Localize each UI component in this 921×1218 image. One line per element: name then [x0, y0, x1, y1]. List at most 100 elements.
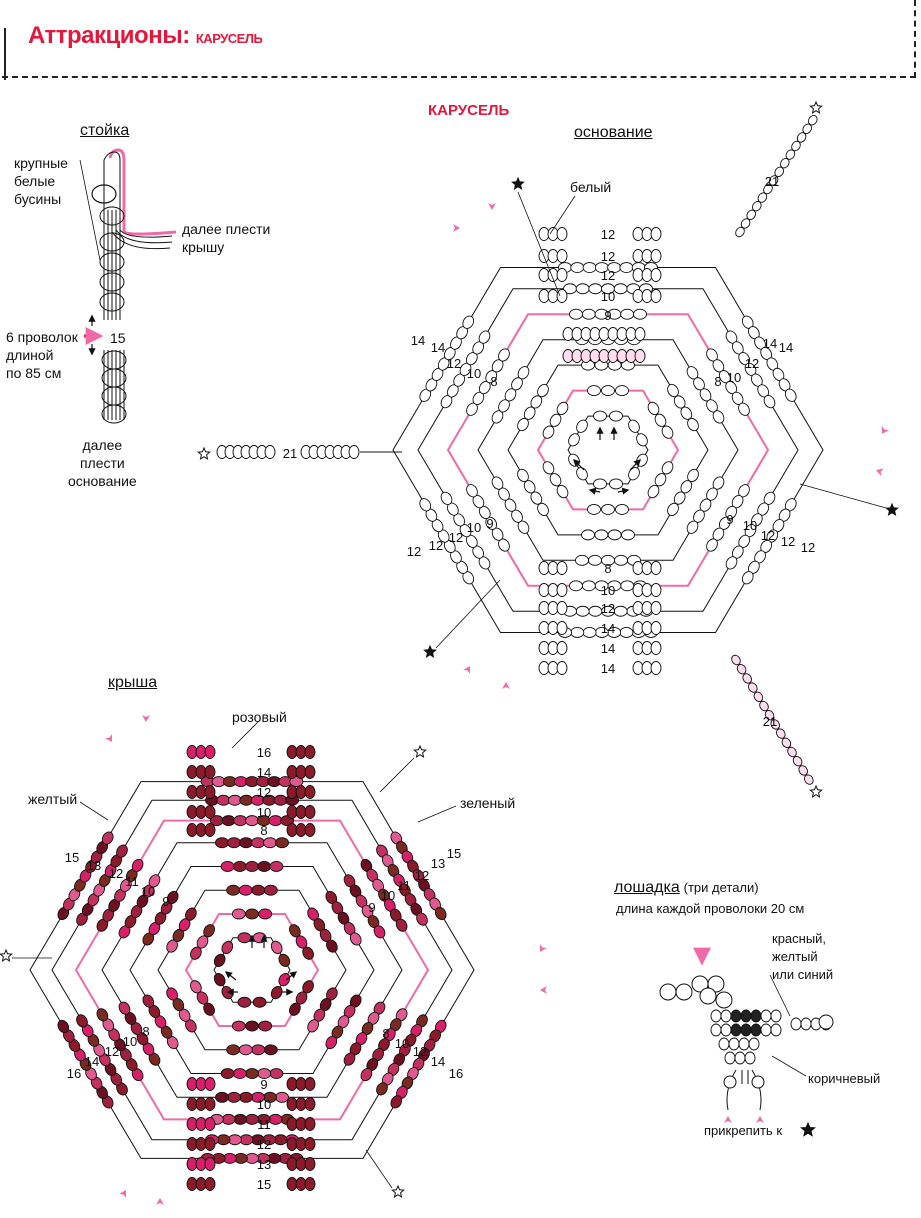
bead	[720, 1009, 732, 1023]
base-row-number-bottom: 10	[601, 583, 615, 598]
bead	[654, 473, 667, 487]
stand-bead	[99, 252, 125, 272]
bead	[286, 1157, 298, 1171]
horse-title-row: лошадка (три детали)	[614, 878, 759, 897]
bead	[770, 1009, 782, 1023]
arrow-icon	[285, 971, 298, 981]
base-row-number-bottom: 14	[601, 641, 615, 656]
bead	[186, 765, 198, 779]
bead	[538, 621, 550, 635]
bead	[556, 268, 568, 282]
bead	[547, 289, 559, 303]
bead	[549, 413, 562, 427]
stand-large-bead	[91, 184, 117, 204]
bead	[204, 1097, 216, 1111]
bead	[628, 419, 640, 433]
bead	[295, 1157, 307, 1171]
bead	[101, 831, 114, 845]
base-side-number: 12	[781, 534, 795, 549]
bead	[348, 445, 360, 459]
base-side-number: 8	[714, 374, 721, 389]
bead	[239, 1091, 253, 1103]
pointer-line	[769, 974, 791, 1017]
bead	[295, 1177, 307, 1191]
bead	[186, 745, 198, 759]
bead	[738, 402, 750, 416]
bead	[569, 308, 583, 320]
bead	[632, 289, 644, 303]
bead	[538, 583, 550, 597]
pointer-line	[231, 721, 259, 749]
bead	[286, 1177, 298, 1191]
bead	[186, 1177, 198, 1191]
bead	[232, 861, 247, 872]
bead	[647, 401, 660, 416]
bead	[252, 996, 267, 1008]
bead	[569, 580, 583, 592]
bead	[304, 1177, 316, 1191]
bead	[304, 1157, 316, 1171]
base-side-number: 14	[431, 340, 445, 355]
bead	[295, 785, 307, 799]
bead	[613, 605, 628, 617]
bead	[575, 605, 590, 617]
bead	[742, 673, 752, 684]
bead	[547, 601, 559, 615]
title-main: Аттракционы:	[28, 22, 190, 49]
bead	[571, 327, 583, 341]
bead	[304, 1137, 316, 1151]
bead	[710, 1009, 722, 1023]
bead	[706, 538, 718, 552]
bead	[295, 805, 307, 819]
bead	[741, 571, 754, 585]
bead	[204, 1157, 216, 1171]
roof-row-number-bottom: 13	[257, 1157, 271, 1172]
bead	[148, 874, 161, 888]
bead	[195, 1077, 207, 1091]
wire-ring	[507, 364, 709, 536]
arrow-icon	[588, 487, 601, 495]
bead	[620, 308, 635, 320]
star-filled-icon	[800, 1121, 816, 1137]
bead	[258, 1020, 273, 1032]
bead	[204, 745, 216, 759]
bead	[620, 580, 635, 592]
bead	[538, 268, 550, 282]
bead	[556, 583, 568, 597]
header-frame	[2, 0, 916, 78]
bead	[547, 621, 559, 635]
stand-bead	[99, 292, 125, 312]
bead	[556, 601, 568, 615]
bead	[760, 1023, 772, 1037]
arrow-icon	[572, 458, 585, 471]
bead	[615, 385, 629, 397]
bead	[607, 349, 619, 363]
bead	[190, 980, 202, 994]
bead	[750, 1023, 762, 1037]
bead	[632, 621, 644, 635]
bead	[650, 641, 662, 655]
roof-row-number-bottom: 10	[257, 1097, 271, 1112]
bead	[263, 884, 278, 896]
bead	[770, 719, 780, 730]
bead	[215, 837, 229, 849]
bead	[373, 925, 386, 939]
bead	[286, 805, 298, 819]
bead	[286, 1077, 298, 1091]
bead	[634, 349, 646, 363]
horse-colors-label: красный, желтый или синий	[772, 930, 833, 984]
bead	[800, 1017, 812, 1031]
pink-arrow-icon	[756, 1116, 764, 1123]
pink-arrow-icon	[156, 1198, 164, 1205]
bead	[233, 815, 248, 827]
bead	[764, 710, 775, 721]
bead	[349, 932, 362, 946]
bead	[233, 1113, 248, 1125]
wire-ring	[184, 913, 320, 1027]
base-side-number: 12	[761, 528, 775, 543]
bead	[204, 765, 216, 779]
bead	[625, 327, 637, 341]
bead	[251, 837, 265, 849]
bead	[478, 330, 491, 344]
bead	[220, 1068, 235, 1079]
